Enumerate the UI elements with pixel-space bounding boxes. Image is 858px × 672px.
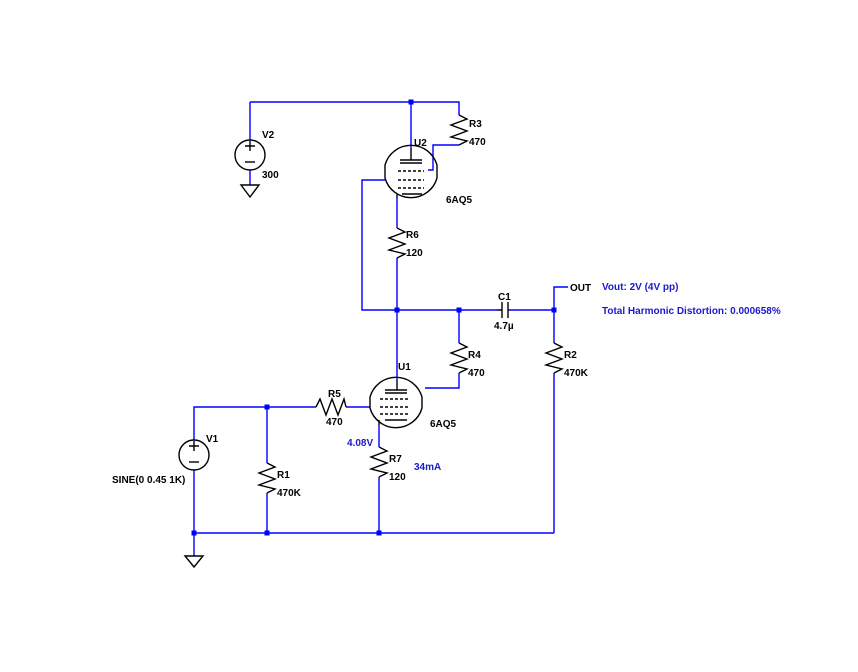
pentode-tube-icon <box>384 144 438 199</box>
r3-ref-label: R3 <box>469 119 482 130</box>
voltage-source-v2[interactable]: V2 300 <box>234 130 279 181</box>
c1-ref-label: C1 <box>498 292 511 303</box>
resistor-icon <box>256 462 278 494</box>
capacitor-c1[interactable]: C1 4.7µ <box>494 292 514 332</box>
junction-dot <box>191 530 197 536</box>
resistor-icon <box>315 396 347 417</box>
resistor-r6[interactable]: R6 120 <box>386 227 423 259</box>
voltage-source-icon <box>178 439 210 471</box>
resistor-icon <box>543 342 565 374</box>
out-net-label: OUT <box>570 283 591 294</box>
wire-v1-plus <box>193 406 316 440</box>
r1-value-label: 470K <box>277 488 302 499</box>
u1-ref-label: U1 <box>398 362 411 373</box>
resistor-r2[interactable]: R2 470K <box>543 342 589 379</box>
junction-dot <box>408 99 414 105</box>
u2-ref-label: U2 <box>414 138 427 149</box>
wire-top-rail <box>250 101 460 115</box>
resistor-r4[interactable]: R4 470 <box>448 342 485 379</box>
cathode-current-annotation: 34mA <box>414 462 441 473</box>
r4-ref-label: R4 <box>468 350 481 361</box>
junction-dot <box>551 307 557 313</box>
junction-dot <box>264 530 270 536</box>
plate-icon <box>400 159 422 164</box>
voltage-source-icon <box>234 139 266 171</box>
plate-icon <box>385 389 407 394</box>
wire-out <box>553 286 568 310</box>
c1-value-label: 4.7µ <box>494 321 514 332</box>
r7-value-label: 120 <box>389 472 406 483</box>
resistor-icon <box>368 446 390 478</box>
wire-u2-grid <box>361 179 397 311</box>
resistor-icon <box>386 227 408 259</box>
tube-u2[interactable]: U2 6AQ5 <box>384 138 473 206</box>
tube-u1[interactable]: U1 6AQ5 <box>369 362 457 430</box>
u1-model-label: 6AQ5 <box>430 419 457 430</box>
resistor-icon <box>448 114 470 146</box>
r2-ref-label: R2 <box>564 350 577 361</box>
r5-value-label: 470 <box>326 417 343 428</box>
r7-ref-label: R7 <box>389 454 402 465</box>
resistor-r7[interactable]: R7 120 <box>368 446 406 483</box>
resistor-r5[interactable]: R5 470 <box>315 389 347 428</box>
r2-value-label: 470K <box>564 368 589 379</box>
ground-icon <box>183 555 205 569</box>
junction-dot <box>264 404 270 410</box>
resistor-r3[interactable]: R3 470 <box>448 114 486 148</box>
r1-ref-label: R1 <box>277 470 290 481</box>
resistor-r1[interactable]: R1 470K <box>256 462 302 499</box>
junction-dot <box>456 307 462 313</box>
capacitor-icon <box>497 302 509 318</box>
resistor-icon <box>448 342 470 374</box>
voltage-source-v1[interactable]: V1 SINE(0 0.45 1K) <box>112 434 219 486</box>
v2-value-label: 300 <box>262 170 279 181</box>
r3-value-label: 470 <box>469 137 486 148</box>
u2-model-label: 6AQ5 <box>446 195 473 206</box>
v1-value-label: SINE(0 0.45 1K) <box>112 475 185 486</box>
wire-r3-screen <box>428 144 459 171</box>
v2-ref-label: V2 <box>262 130 275 141</box>
junction-dot <box>376 530 382 536</box>
r5-ref-label: R5 <box>328 389 341 400</box>
r4-value-label: 470 <box>468 368 485 379</box>
vout-annotation: Vout: 2V (4V pp) <box>602 282 678 293</box>
pentode-tube-icon <box>369 376 423 429</box>
junctions <box>191 99 557 536</box>
cathode-voltage-annotation: 4.08V <box>347 438 373 449</box>
r6-ref-label: R6 <box>406 230 419 241</box>
wires <box>193 101 568 556</box>
ground-icon <box>239 184 261 199</box>
r6-value-label: 120 <box>406 248 423 259</box>
wire-r4-screen <box>425 373 460 389</box>
junction-dot <box>394 307 400 313</box>
thd-annotation: Total Harmonic Distortion: 0.000658% <box>602 306 781 317</box>
v1-ref-label: V1 <box>206 434 219 445</box>
